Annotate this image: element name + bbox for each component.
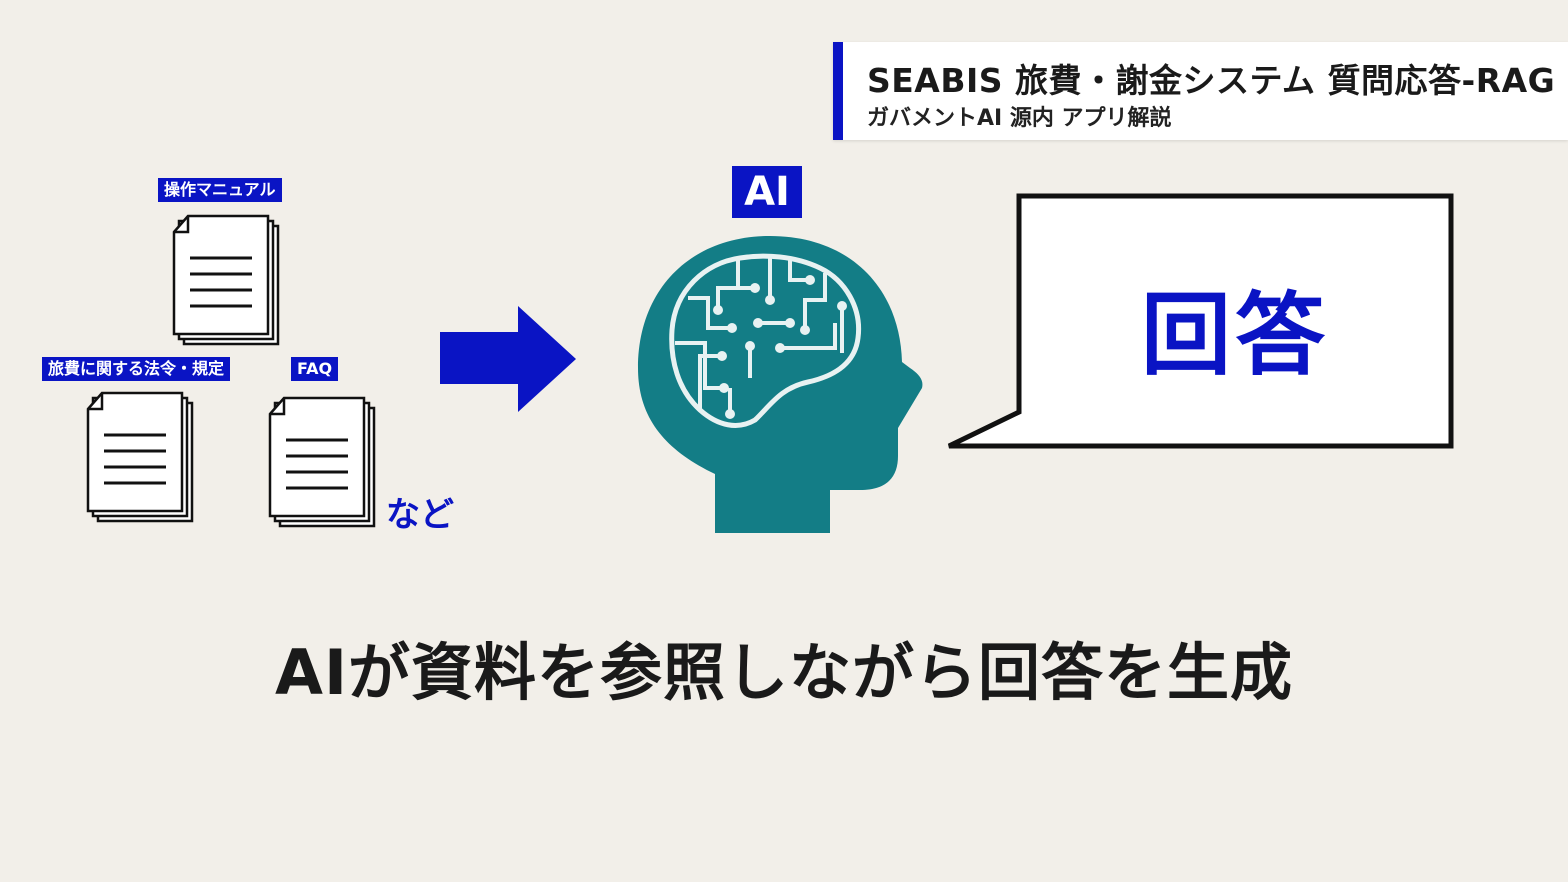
page-subtitle: ガバメントAI 源内 アプリ解説 (867, 106, 1172, 131)
document-stack-icon (268, 396, 376, 528)
ai-badge: AI (732, 166, 802, 218)
document-stack-icon (86, 391, 194, 523)
doc-label-manual: 操作マニュアル (158, 178, 282, 202)
answer-speech-bubble (947, 193, 1454, 449)
doc-label-faq: FAQ (291, 357, 339, 381)
caption: AIが資料を参照しながら回答を生成 (274, 636, 1294, 709)
title-accent-bar (833, 42, 843, 140)
document-stack-icon (172, 214, 280, 346)
answer-label: 回答 (1141, 283, 1329, 388)
page-title: SEABIS 旅費・謝金システム 質問応答-RAG (867, 61, 1556, 100)
title-card: SEABIS 旅費・謝金システム 質問応答-RAG ガバメントAI 源内 アプリ… (833, 42, 1568, 140)
etc-label: など (386, 495, 454, 535)
doc-label-laws: 旅費に関する法令・規定 (42, 357, 231, 381)
right-arrow-icon (440, 306, 576, 412)
ai-brain-head-icon (638, 236, 923, 533)
